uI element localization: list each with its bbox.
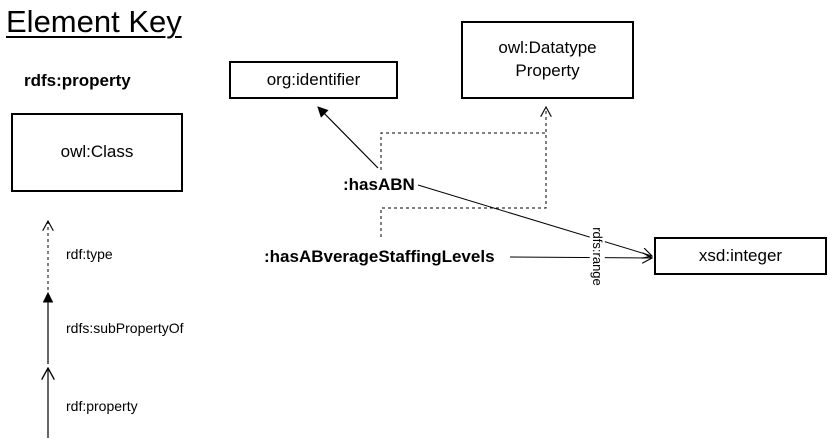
hasabn-type-connector	[380, 132, 546, 170]
org-identifier-box: org:identifier	[229, 61, 398, 99]
owl-datatype-property-label: owl:Datatype Property	[498, 38, 597, 80]
legend-rdf-type-label: rdf:type	[66, 246, 113, 262]
xsd-integer-label: xsd:integer	[698, 245, 783, 265]
legend-title: Element Key	[6, 4, 182, 39]
legend-rdf-property-label: rdf:property	[66, 398, 138, 414]
legend-subproperty-label: rdfs:subPropertyOf	[66, 320, 184, 336]
staffing-type-connector	[380, 107, 546, 237]
legend-class-label: owl:Class	[60, 142, 134, 162]
rdfs-range-label: rdfs:range	[589, 226, 605, 287]
owl-datatype-property-box: owl:Datatype Property	[461, 21, 634, 99]
org-identifier-label: org:identifier	[266, 69, 361, 89]
xsd-integer-box: xsd:integer	[654, 237, 827, 275]
staffing-range-arrow	[509, 257, 652, 258]
hasabn-range-arrow	[417, 184, 652, 256]
hasabn-subproperty-arrow	[317, 106, 379, 169]
legend-class-box: owl:Class	[11, 113, 183, 192]
has-staffing-levels-property: :hasABverageStaffingLevels	[264, 247, 495, 266]
legend-property-label: rdfs:property	[24, 71, 131, 90]
has-abn-property: :hasABN	[343, 175, 415, 194]
